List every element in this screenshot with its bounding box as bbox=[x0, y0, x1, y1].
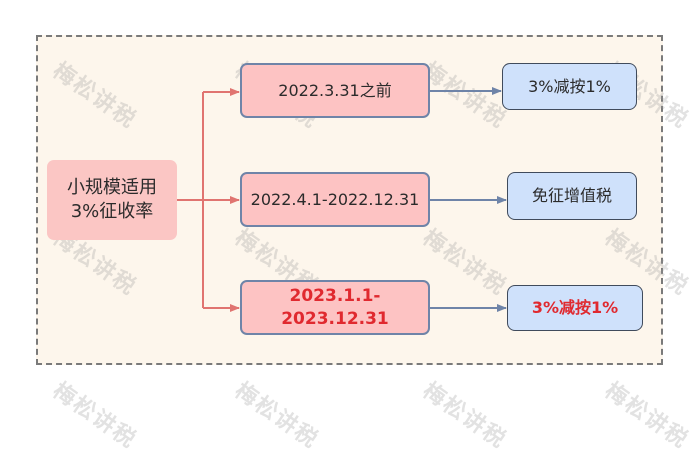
root-label-line1: 小规模适用 bbox=[67, 176, 157, 198]
result-label: 3%减按1% bbox=[531, 298, 619, 318]
result-label: 3%减按1% bbox=[528, 76, 611, 96]
connector-lines bbox=[177, 87, 507, 312]
period-node-1: 2022.3.31之前 bbox=[240, 63, 430, 118]
period-label: 2022.3.31之前 bbox=[278, 80, 392, 100]
root-node: 小规模适用 3%征收率 bbox=[47, 160, 177, 240]
result-node-2: 免征增值税 bbox=[507, 172, 637, 220]
period-label: 2023.1.1-2023.12.31 bbox=[281, 285, 389, 329]
period-node-2: 2022.4.1-2022.12.31 bbox=[240, 172, 430, 227]
result-label: 免征增值税 bbox=[531, 186, 612, 206]
period-node-3: 2023.1.1-2023.12.31 bbox=[240, 280, 430, 335]
root-label-line2: 3%征收率 bbox=[70, 201, 154, 222]
result-node-3: 3%减按1% bbox=[507, 285, 643, 331]
period-label: 2022.4.1-2022.12.31 bbox=[250, 189, 420, 209]
result-node-1: 3%减按1% bbox=[502, 63, 637, 110]
